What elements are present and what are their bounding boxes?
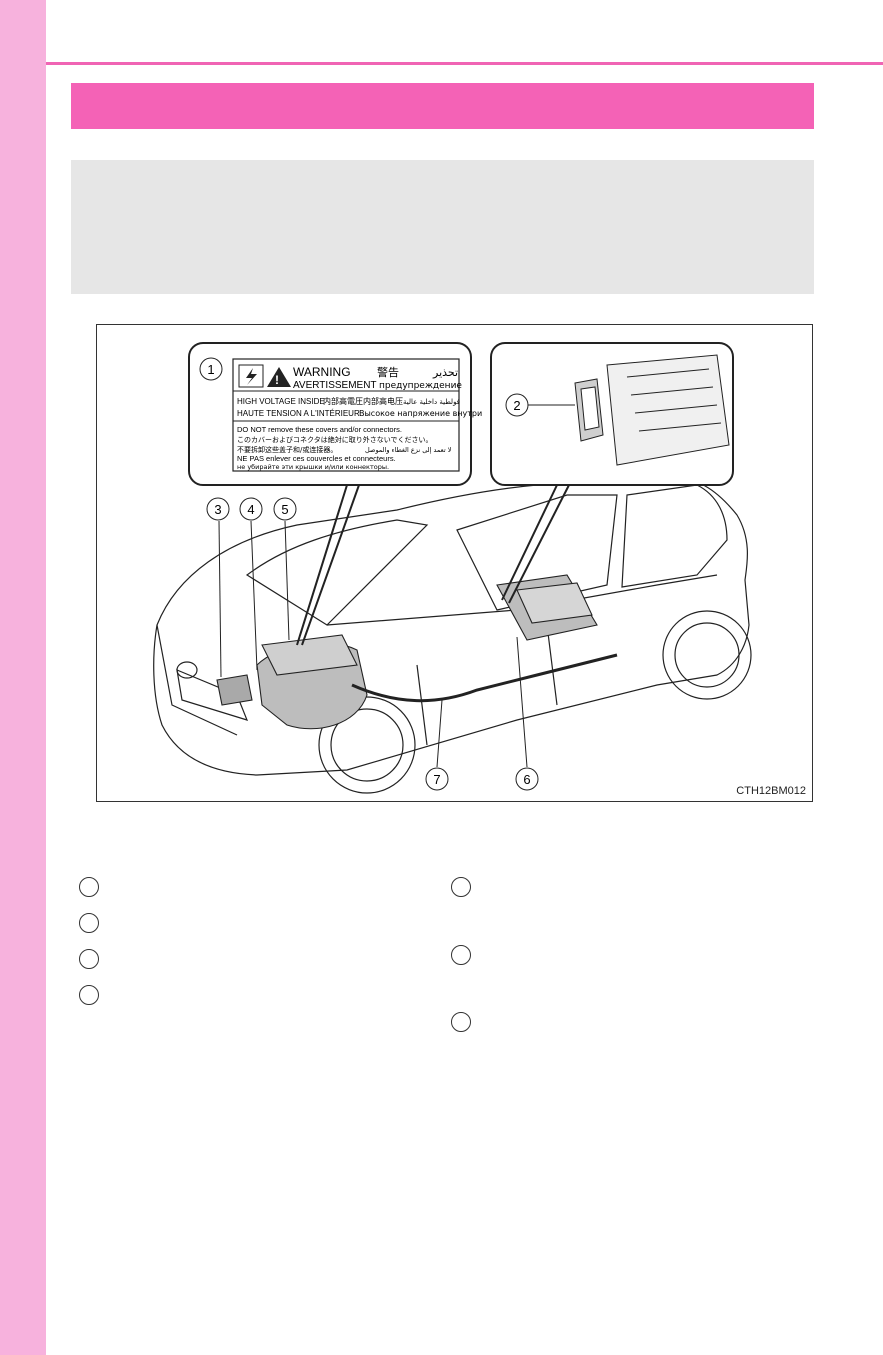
callout-number-4: 4 <box>247 502 254 517</box>
figure-code: CTH12BM012 <box>736 785 806 797</box>
callout-leader-5 <box>284 520 290 641</box>
warning-triangle-icon <box>267 367 291 387</box>
legend-circle-6 <box>451 945 471 965</box>
legend-circle-5 <box>451 877 471 897</box>
section-title-bar <box>71 83 814 129</box>
legend-circle-4 <box>79 985 99 1005</box>
label-caution-fr: NE PAS enlever ces couvercles et connect… <box>237 454 396 463</box>
label-hv-fr: HAUTE TENSION A L'INTÉRIEUR <box>237 409 360 418</box>
lightning-icon <box>246 368 257 385</box>
callout-circle-7 <box>425 767 449 791</box>
callout-number-7: 7 <box>433 772 440 787</box>
door-seam <box>416 624 558 746</box>
label-warning-en: WARNING <box>293 365 351 379</box>
beltline <box>326 574 718 626</box>
callout-circle-4 <box>239 497 263 521</box>
power-cable <box>351 653 618 703</box>
label-hv-ru: Высокое напряжение внутри <box>359 409 482 418</box>
label-warning-ar: تحذير <box>432 366 458 379</box>
callout-circle-6 <box>515 767 539 791</box>
rear-door-window <box>621 484 728 588</box>
label-hv-ar: فولطية داخلية عالية <box>403 398 460 406</box>
front-wheel-outer <box>318 696 416 794</box>
callout-leader-7 <box>436 699 443 768</box>
legend-circle-3 <box>79 949 99 969</box>
callout-number-3: 3 <box>214 502 221 517</box>
header-rule <box>46 62 883 65</box>
callout-circle-2 <box>505 393 529 417</box>
front-bumper <box>156 624 238 736</box>
car-body <box>153 474 750 776</box>
emblem <box>176 661 198 679</box>
rear-wheel-inner <box>674 622 740 688</box>
car-illustration: ! WARNING 警告 تحذير AVERTISSEMENT предупр… <box>153 342 752 794</box>
windshield <box>245 519 429 626</box>
label-warning-ru: предупреждение <box>379 381 462 391</box>
label-caution-ru: не убирайте эти крышки и/или коннекторы. <box>237 463 389 471</box>
label-hv-zh: 内部高电压 <box>363 396 403 406</box>
label-caution-en: DO NOT remove these covers and/or connec… <box>237 425 402 434</box>
battery-cover <box>516 582 593 624</box>
hybrid-system-figure: ! WARNING 警告 تحذير AVERTISSEMENT предупр… <box>96 324 813 802</box>
service-plug-handle <box>580 386 600 431</box>
inverter <box>261 634 358 676</box>
callout-number-6: 6 <box>523 772 530 787</box>
label-warning-ja: 警告 <box>377 365 399 379</box>
front-wheel-inner <box>330 708 404 782</box>
legend-circle-7 <box>451 1012 471 1032</box>
callout-leader-6 <box>516 636 528 768</box>
label-hv-en: HIGH VOLTAGE INSIDE <box>237 397 325 406</box>
side-tab-strip <box>0 0 46 1355</box>
callout-circle-1 <box>199 357 223 381</box>
callout-number-5: 5 <box>281 502 288 517</box>
callout-leader-3 <box>218 520 222 678</box>
label-caution-ar: لا تعمد إلى نزع الغطاء والموصل <box>365 446 452 454</box>
callout-number-1: 1 <box>207 362 214 377</box>
callout-leader-2a <box>501 484 558 601</box>
label-warning-fr: AVERTISSEMENT <box>293 380 377 391</box>
warning-label <box>232 358 460 472</box>
ac-compressor <box>216 674 253 706</box>
legend-circle-2 <box>79 913 99 933</box>
front-grille <box>176 669 249 721</box>
label-caution-ja: このカバーおよびコネクタは絶対に取り外さないでください。 <box>237 435 433 444</box>
legend-circle-1 <box>79 877 99 897</box>
callout-leader-1a <box>296 484 348 646</box>
battery-ribs <box>626 368 722 432</box>
callout-circle-3 <box>206 497 230 521</box>
callout-circle-5 <box>273 497 297 521</box>
callout-number-2: 2 <box>513 398 520 413</box>
rear-wheel-outer <box>662 610 752 700</box>
label-hv-ja: 内部高電圧 <box>323 396 363 406</box>
callouts: 1 2 3 4 5 6 7 <box>199 357 575 791</box>
warning-triangle-mark: ! <box>275 373 279 387</box>
callout-leader-1b <box>301 484 360 646</box>
note-box <box>71 160 814 294</box>
label-caution-zh: 不要拆卸这些盖子和/或连接器。 <box>237 445 337 454</box>
callout-leader-2b <box>508 484 570 604</box>
callout-leader-4 <box>250 520 258 671</box>
